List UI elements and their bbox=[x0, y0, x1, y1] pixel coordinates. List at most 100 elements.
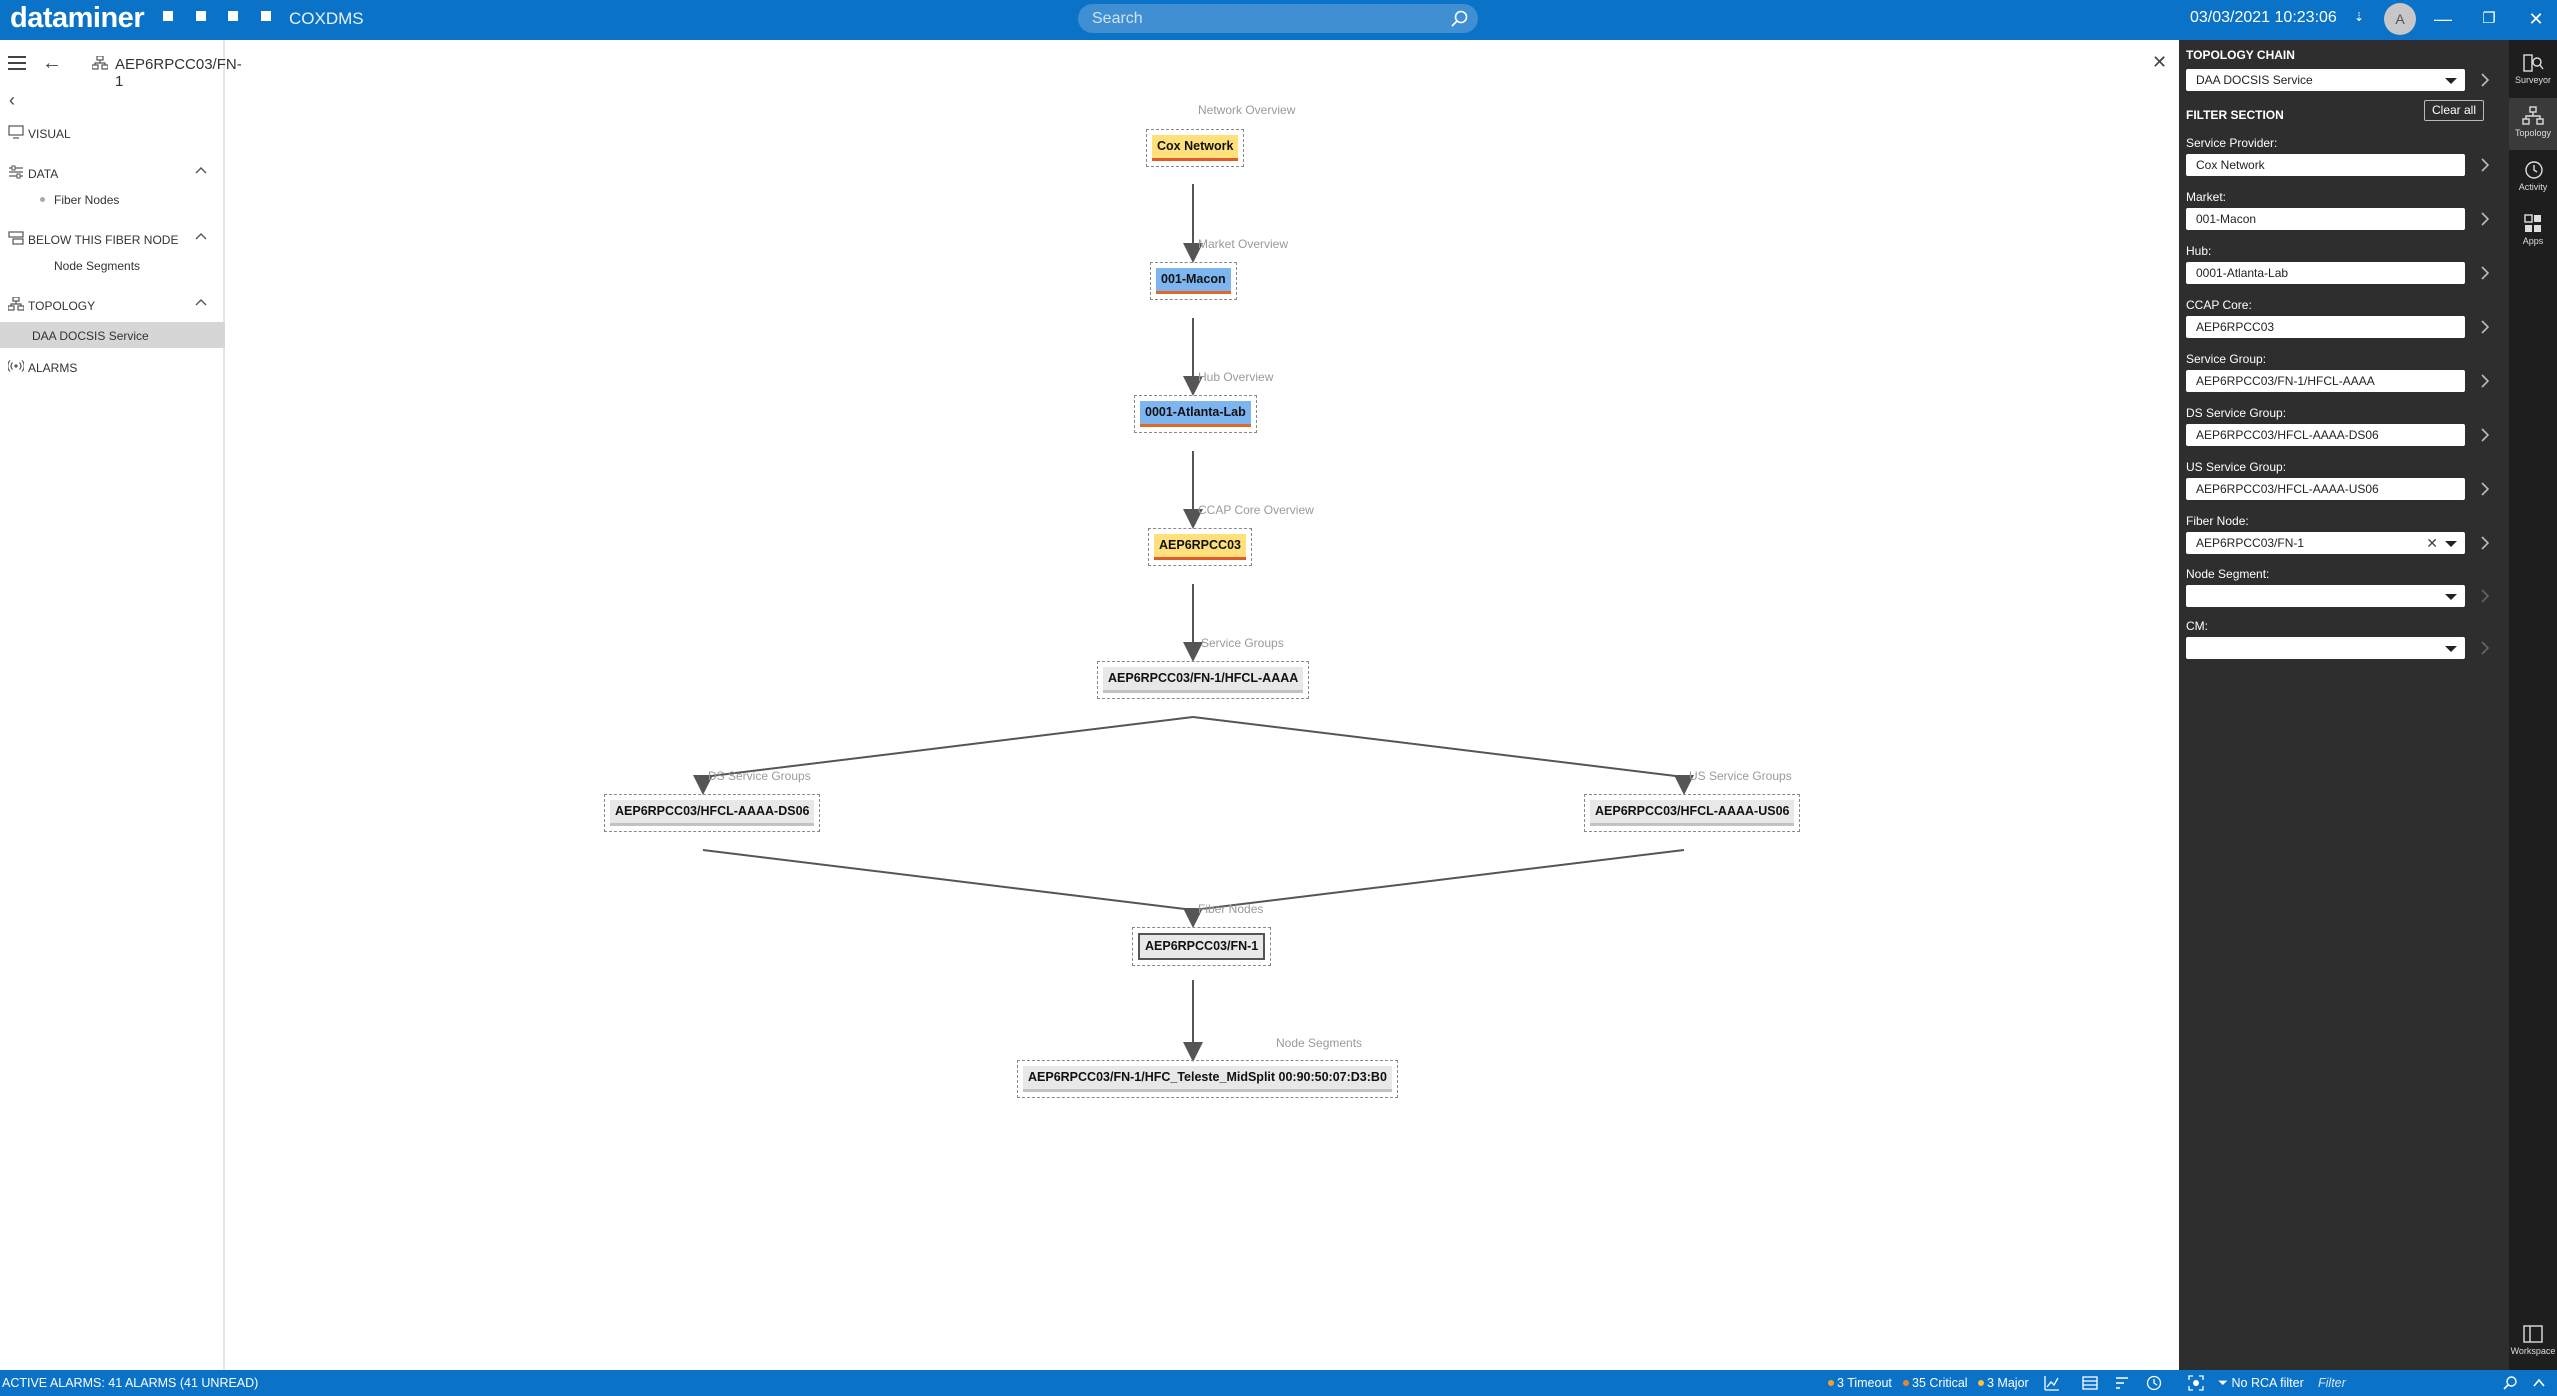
avatar[interactable]: A bbox=[2384, 3, 2416, 35]
node-cox-network[interactable]: Cox Network bbox=[1146, 129, 1245, 167]
node-segment-label: Node Segment: bbox=[2186, 567, 2270, 581]
caret-down-icon[interactable] bbox=[2445, 646, 2457, 652]
nav-daa-docsis-service[interactable]: DAA DOCSIS Service bbox=[0, 322, 225, 348]
node-001-macon[interactable]: 001-Macon bbox=[1150, 262, 1237, 300]
fiber-node-dropdown[interactable]: AEP6RPCC03/FN-1 ✕ bbox=[2186, 532, 2465, 554]
quick-access-icon[interactable] bbox=[163, 11, 173, 21]
sort-icon[interactable] bbox=[2114, 1375, 2130, 1391]
node-aep6rpcc03[interactable]: AEP6RPCC03 bbox=[1148, 528, 1252, 566]
node-service-group[interactable]: AEP6RPCC03/FN-1/HFCL-AAAA bbox=[1097, 661, 1310, 699]
timeout-count[interactable]: 3 Timeout bbox=[1828, 1376, 1892, 1390]
ccap-core-field[interactable]: AEP6RPCC03 bbox=[2186, 316, 2465, 338]
chevron-right-icon[interactable] bbox=[2480, 266, 2490, 280]
node-fiber-node[interactable]: AEP6RPCC03/FN-1 bbox=[1132, 927, 1272, 966]
rail-surveyor[interactable]: Surveyor bbox=[2509, 45, 2557, 97]
nav-visual[interactable]: VISUAL bbox=[0, 120, 225, 146]
node-node-segment[interactable]: AEP6RPCC03/FN-1/HFC_Teleste_MidSplit 00:… bbox=[1017, 1060, 1398, 1098]
ds-service-group-field[interactable]: AEP6RPCC03/HFCL-AAAA-DS06 bbox=[2186, 424, 2465, 446]
nav-topology[interactable]: TOPOLOGY bbox=[0, 292, 225, 318]
search-icon[interactable] bbox=[2502, 1375, 2518, 1391]
node-ds-service-group[interactable]: AEP6RPCC03/HFCL-AAAA-DS06 bbox=[604, 794, 821, 832]
quick-access-icon[interactable] bbox=[228, 11, 238, 21]
trend-chart-icon[interactable] bbox=[2044, 1375, 2060, 1391]
nav-fiber-nodes[interactable]: Fiber Nodes bbox=[0, 186, 225, 212]
nav-below-fiber-node[interactable]: BELOW THIS FIBER NODE bbox=[0, 226, 225, 252]
minimize-icon[interactable]: — bbox=[2434, 9, 2452, 29]
nav-node-segments[interactable]: Node Segments bbox=[0, 252, 225, 278]
field-value: 0001-Atlanta-Lab bbox=[2196, 266, 2289, 280]
clock-icon[interactable] bbox=[2146, 1375, 2162, 1391]
clear-selection-icon[interactable]: ✕ bbox=[2426, 535, 2438, 551]
node-segment-dropdown[interactable] bbox=[2186, 585, 2465, 607]
caret-down-icon[interactable] bbox=[2445, 541, 2457, 547]
hamburger-menu-icon[interactable] bbox=[8, 56, 26, 70]
focus-icon[interactable] bbox=[2188, 1375, 2204, 1391]
chevron-right-icon[interactable] bbox=[2480, 73, 2490, 87]
chevron-up-icon[interactable] bbox=[195, 231, 207, 243]
alarm-filter-input[interactable] bbox=[2318, 1373, 2508, 1393]
rail-activity[interactable]: Activity bbox=[2509, 152, 2557, 204]
nav-data[interactable]: DATA bbox=[0, 160, 225, 186]
chevron-right-icon[interactable] bbox=[2480, 428, 2490, 442]
close-window-icon[interactable]: ✕ bbox=[2528, 9, 2544, 29]
level-label-node-segments: Node Segments bbox=[1276, 1036, 1363, 1050]
hierarchy-icon bbox=[8, 231, 24, 245]
clear-all-button[interactable]: Clear all bbox=[2424, 100, 2484, 121]
chevron-right-icon[interactable] bbox=[2480, 212, 2490, 226]
chevron-right-icon[interactable] bbox=[2480, 536, 2490, 550]
clock-menu-icon[interactable]: ⇣ bbox=[2354, 10, 2365, 24]
back-arrow-icon[interactable]: ← bbox=[42, 52, 62, 74]
service-group-field[interactable]: AEP6RPCC03/FN-1/HFCL-AAAA bbox=[2186, 370, 2465, 392]
us-service-group-field[interactable]: AEP6RPCC03/HFCL-AAAA-US06 bbox=[2186, 478, 2465, 500]
close-card-icon[interactable]: ✕ bbox=[2152, 52, 2168, 72]
quick-access-icon[interactable] bbox=[261, 11, 271, 21]
major-count[interactable]: 3 Major bbox=[1978, 1376, 2029, 1390]
cm-dropdown[interactable] bbox=[2186, 637, 2465, 659]
market-field[interactable]: 001-Macon bbox=[2186, 208, 2465, 230]
history-clock-icon bbox=[2525, 161, 2543, 179]
search-icon[interactable] bbox=[1450, 9, 1470, 29]
topology-diagram: Network Overview Market Overview Hub Ove… bbox=[226, 40, 2179, 1370]
connector bbox=[1192, 849, 1685, 911]
rail-label: Activity bbox=[2518, 182, 2548, 192]
rca-filter[interactable]: ⏷ No RCA filter bbox=[2218, 1376, 2304, 1391]
title-bar: dataminer COXDMS 03/03/2021 10:23:06 ⇣ A… bbox=[0, 0, 2557, 40]
critical-count[interactable]: 35 Critical bbox=[1903, 1376, 1968, 1390]
search-box[interactable] bbox=[1078, 4, 1478, 33]
hub-field[interactable]: 0001-Atlanta-Lab bbox=[2186, 262, 2465, 284]
chevron-right-icon bbox=[2481, 641, 2490, 655]
field-value: AEP6RPCC03/HFCL-AAAA-US06 bbox=[2196, 482, 2379, 496]
workspace-icon bbox=[2523, 1325, 2543, 1343]
quick-access-icon[interactable] bbox=[196, 11, 206, 21]
chevron-right-icon[interactable] bbox=[2480, 482, 2490, 496]
node-0001-atlanta-lab[interactable]: 0001-Atlanta-Lab bbox=[1134, 395, 1257, 433]
chevron-up-icon[interactable] bbox=[195, 165, 207, 177]
chevron-up-icon[interactable] bbox=[195, 297, 207, 309]
chevron-right-icon[interactable] bbox=[2480, 374, 2490, 388]
hub-label: Hub: bbox=[2186, 244, 2212, 258]
restore-icon[interactable]: ❐ bbox=[2482, 10, 2496, 27]
rail-apps[interactable]: Apps bbox=[2509, 206, 2557, 258]
chevron-right-icon bbox=[2481, 589, 2490, 603]
chevron-right-icon[interactable] bbox=[2480, 320, 2490, 334]
critical-text: 35 Critical bbox=[1912, 1376, 1968, 1390]
topology-panel: TOPOLOGY CHAIN DAA DOCSIS Service FILTER… bbox=[2179, 40, 2509, 1370]
search-input[interactable] bbox=[1092, 4, 1432, 33]
service-provider-label: Service Provider: bbox=[2186, 136, 2278, 150]
service-provider-field[interactable]: Cox Network bbox=[2186, 154, 2465, 176]
rail-label: Workspace bbox=[2510, 1346, 2556, 1356]
chevron-up-icon[interactable] bbox=[2532, 1376, 2546, 1390]
topology-chain-dropdown[interactable]: DAA DOCSIS Service bbox=[2186, 69, 2465, 91]
nav-alarms[interactable]: ALARMS bbox=[0, 354, 225, 380]
rail-topology[interactable]: Topology bbox=[2509, 98, 2557, 150]
rail-workspace[interactable]: Workspace bbox=[2509, 1316, 2557, 1368]
caret-down-icon[interactable] bbox=[2445, 594, 2457, 600]
field-value: AEP6RPCC03/FN-1/HFCL-AAAA bbox=[2196, 374, 2375, 388]
sliders-icon bbox=[9, 165, 23, 179]
chevron-right-icon[interactable] bbox=[2480, 158, 2490, 172]
list-view-icon[interactable] bbox=[2082, 1375, 2098, 1391]
node-us-service-group[interactable]: AEP6RPCC03/HFCL-AAAA-US06 bbox=[1584, 794, 1801, 832]
collapse-panel-icon[interactable]: ‹ bbox=[9, 90, 15, 110]
active-alarms-summary[interactable]: ACTIVE ALARMS: 41 ALARMS (41 UNREAD) bbox=[2, 1376, 259, 1390]
node-label: AEP6RPCC03/FN-1/HFCL-AAAA bbox=[1103, 667, 1304, 693]
